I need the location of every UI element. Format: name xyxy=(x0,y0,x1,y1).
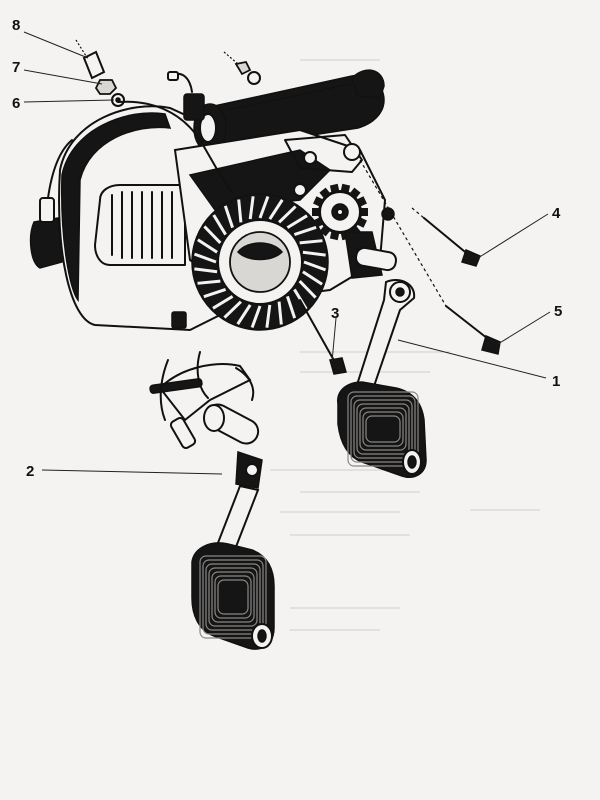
leader-4 xyxy=(477,213,549,259)
control-cable xyxy=(117,100,233,193)
pedal-tread-ring xyxy=(365,415,401,443)
flywheel-fin xyxy=(223,205,234,229)
flywheel-fin xyxy=(286,214,308,229)
flywheel-fin xyxy=(286,295,297,319)
bolt-5 xyxy=(359,159,501,355)
flywheel-fin xyxy=(302,270,323,286)
callout-labels: 8 7 6 4 5 3 1 2 xyxy=(12,17,562,480)
callout-7: 7 xyxy=(12,59,20,76)
leader-7 xyxy=(23,69,103,85)
carburettor xyxy=(167,71,205,121)
pedal-tread-ring xyxy=(217,579,249,615)
pedal-tread-ring xyxy=(208,567,258,627)
flywheel-fin xyxy=(193,252,217,264)
cooling-slots xyxy=(111,191,173,259)
flywheel-fin xyxy=(197,238,218,254)
pedal-tread-ring xyxy=(356,403,410,455)
flywheel xyxy=(191,193,329,331)
flywheel-fin xyxy=(223,300,242,319)
flywheel-fin xyxy=(303,260,327,272)
sprocket-tooth xyxy=(360,208,368,216)
bolt-4 xyxy=(411,207,481,267)
pedal-tread-ring xyxy=(359,407,407,451)
flywheel-fin xyxy=(298,280,317,299)
flywheel-fin xyxy=(299,239,323,245)
flywheel-fin xyxy=(237,199,243,223)
flywheel-fin xyxy=(258,195,270,219)
flywheel-fin xyxy=(278,205,297,224)
flywheel-fin xyxy=(250,305,262,329)
flywheel-fin xyxy=(197,279,221,285)
pedal-tread-ring xyxy=(205,563,261,631)
flywheel-fin xyxy=(265,304,272,328)
leader-5 xyxy=(497,311,551,345)
flywheel-fin xyxy=(236,304,252,325)
callout-1: 1 xyxy=(552,373,560,390)
pedal-tread-ring xyxy=(350,395,416,463)
pedal-tread-ring xyxy=(214,575,252,619)
flywheel-fin xyxy=(277,301,283,325)
pedal-tread-ring xyxy=(211,571,255,623)
flywheel-fin xyxy=(268,199,284,220)
kickstart-shaft xyxy=(344,207,397,279)
leader-8 xyxy=(23,31,89,59)
flywheel-fin xyxy=(203,288,227,299)
pedal-tread-ring xyxy=(199,555,267,639)
flywheel-fin xyxy=(248,196,255,220)
kickstart-lever-2 xyxy=(191,403,275,650)
leader-lines xyxy=(23,31,551,475)
callout-2: 2 xyxy=(26,463,34,480)
small-hardware xyxy=(75,39,261,107)
flywheel-fin xyxy=(212,295,234,310)
callout-4: 4 xyxy=(552,205,561,222)
leader-6 xyxy=(23,99,115,103)
pedal-tread-ring xyxy=(353,399,413,459)
pedal-tread-ring xyxy=(347,391,419,467)
pedal-tread-ring xyxy=(202,559,264,635)
flywheel-fin xyxy=(194,267,218,274)
callout-6: 6 xyxy=(12,95,20,112)
flywheel-fin xyxy=(293,225,317,236)
pedal-tread-ring xyxy=(362,411,404,447)
exhaust-muffler xyxy=(193,69,385,153)
callout-3: 3 xyxy=(331,305,339,322)
callout-8: 8 xyxy=(12,17,20,34)
flywheel-fin xyxy=(203,225,222,244)
flywheel-fin xyxy=(212,214,227,236)
spark-plug-cap xyxy=(29,139,73,269)
kickstart-lever-1 xyxy=(337,279,427,478)
frame-detail xyxy=(149,351,255,450)
bolt-3 xyxy=(299,299,347,375)
flywheel-fin xyxy=(302,250,326,257)
leader-1 xyxy=(397,339,547,379)
drive-sprocket xyxy=(312,183,368,241)
leader-2 xyxy=(41,469,223,475)
callout-5: 5 xyxy=(554,303,562,320)
sprocket-tooth xyxy=(312,208,320,216)
leader-3 xyxy=(331,317,337,363)
